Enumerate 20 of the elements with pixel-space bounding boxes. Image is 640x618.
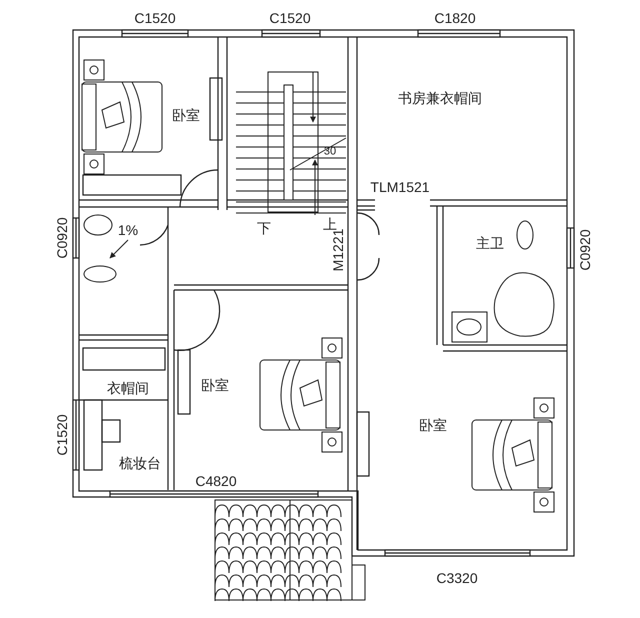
plan-label: 卧室 <box>419 418 447 432</box>
plan-label: C4820 <box>195 474 237 488</box>
plan-label: TLM1521 <box>370 180 430 194</box>
plan-label: 卧室 <box>201 378 229 392</box>
plan-label: C1520 <box>134 11 176 25</box>
plan-label: 主卫 <box>476 236 504 250</box>
plan-label: C1520 <box>55 414 69 456</box>
plan-label: C0920 <box>578 229 592 271</box>
plan-label: 梳妆台 <box>119 456 161 470</box>
plan-label: 1% <box>118 223 138 237</box>
plan-label: M1221 <box>331 228 345 272</box>
plan-label: 下 <box>257 221 271 235</box>
plan-label: 卧室 <box>172 108 200 122</box>
plan-label: C1520 <box>269 11 311 25</box>
plan-label: C1820 <box>434 11 476 25</box>
plan-label: 衣帽间 <box>107 381 149 395</box>
plan-label: 书房兼衣帽间 <box>398 91 482 105</box>
plan-label: C0920 <box>55 217 69 259</box>
plan-label: 上 <box>323 217 337 231</box>
plan-label: C3320 <box>436 571 478 585</box>
